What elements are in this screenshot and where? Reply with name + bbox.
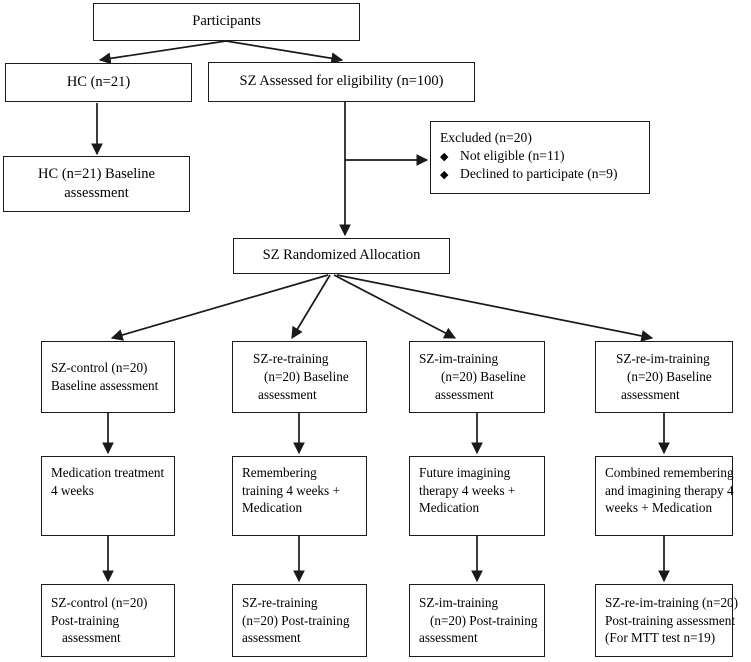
- edge-participants-to-hc: [98, 40, 227, 65]
- node-col2-baseline-line-3: assessment: [258, 386, 317, 402]
- node-col4-baseline-line-3: assessment: [621, 386, 680, 402]
- node-sz-randomized: SZ Randomized Allocation: [233, 238, 450, 274]
- node-col3-post-line-2: (n=20) Post-training: [430, 612, 538, 628]
- node-col2-treatment-line-1: Remembering: [242, 465, 317, 480]
- node-col4-post: SZ-re-im-training (n=20) Post-training a…: [595, 584, 738, 657]
- node-col4-post-line-3: (For MTT test n=19): [605, 630, 716, 646]
- node-excluded-bullet-2-text: Declined to participate (n=9): [460, 166, 618, 182]
- node-excluded-bullet-2: ◆ Declined to participate (n=9): [440, 165, 618, 183]
- node-col4-treatment: Combined remembering and imagining thera…: [595, 456, 734, 536]
- node-excluded-bullet-1-text: Not eligible (n=11): [460, 148, 565, 164]
- node-col2-baseline-line-1: SZ-re-training: [253, 351, 329, 367]
- node-sz-assessed: SZ Assessed for eligibility (n=100): [208, 62, 475, 102]
- node-sz-assessed-line-1: SZ Assessed for eligibility (n=100): [239, 73, 444, 90]
- node-col1-post-line-1: SZ-control (n=20): [51, 594, 148, 610]
- node-sz-randomized-line-1: SZ Randomized Allocation: [262, 247, 421, 264]
- node-col2-baseline-line-2: (n=20) Baseline: [264, 369, 349, 385]
- node-col4-baseline-line-2: (n=20) Baseline: [627, 369, 712, 385]
- node-col1-baseline: SZ-control (n=20) Baseline assessment: [41, 341, 175, 413]
- node-col2-post-line-1: SZ-re-training: [242, 594, 318, 610]
- node-col2-treatment-line-3: Medication: [242, 500, 303, 516]
- node-col2-treatment-line-2: training 4 weeks +: [242, 482, 340, 498]
- node-col3-treatment: Future imagining therapy 4 weeks + Medic…: [409, 456, 545, 536]
- node-col2-post: SZ-re-training (n=20) Post-training asse…: [232, 584, 367, 657]
- edge-randomized-to-col4: [336, 274, 654, 342]
- node-col3-treatment-line-3: Medication: [419, 500, 480, 516]
- node-col4-treatment-line-2: and imagining therapy 4: [605, 482, 734, 498]
- diamond-bullet-icon: ◆: [440, 151, 449, 164]
- node-participants: Participants: [93, 3, 360, 41]
- node-col2-baseline: SZ-re-training (n=20) Baseline assessmen…: [232, 341, 367, 413]
- node-col1-post-line-3: assessment: [62, 630, 121, 646]
- node-hc: HC (n=21): [5, 63, 192, 102]
- edge-participants-to-sz-assessed: [225, 40, 344, 65]
- node-col1-treatment-line-2: 4 weeks: [51, 482, 94, 498]
- diamond-bullet-icon: ◆: [440, 169, 449, 182]
- edge-randomized-to-col2: [291, 274, 331, 340]
- node-col1-treatment-line-1: Medication treatment: [51, 465, 165, 480]
- node-excluded-heading: Excluded (n=20): [440, 130, 532, 145]
- node-col1-baseline-line-2: Baseline assessment: [51, 378, 159, 393]
- node-col4-treatment-line-1: Combined remembering: [605, 465, 734, 480]
- node-participants-line-1: Participants: [192, 13, 261, 30]
- node-hc-baseline-line-2: assessment: [64, 185, 129, 201]
- node-col3-post-line-1: SZ-im-training: [419, 594, 499, 610]
- node-col4-baseline-line-1: SZ-re-im-training: [616, 351, 710, 367]
- node-col3-post-line-3: assessment: [419, 630, 478, 646]
- node-col1-post: SZ-control (n=20) Post-training assessme…: [41, 584, 175, 657]
- edge-randomized-to-col3: [333, 274, 457, 339]
- node-col1-baseline-line-1: SZ-control (n=20): [51, 360, 148, 376]
- node-col4-post-line-1: SZ-re-im-training (n=20): [605, 594, 739, 610]
- node-col1-post-line-2: Post-training: [51, 612, 120, 628]
- node-col4-post-line-2: Post-training assessment: [605, 612, 736, 628]
- node-col3-baseline-line-2: (n=20) Baseline: [441, 369, 526, 385]
- node-col3-post: SZ-im-training (n=20) Post-training asse…: [409, 584, 545, 657]
- node-col2-post-line-2: (n=20) Post-training: [242, 612, 350, 628]
- node-excluded: Excluded (n=20) ◆ Not eligible (n=11) ◆ …: [430, 121, 650, 194]
- node-col3-baseline: SZ-im-training (n=20) Baseline assessmen…: [409, 341, 545, 413]
- edge-randomized-to-col1: [110, 274, 329, 341]
- node-hc-baseline-line-1: HC (n=21) Baseline: [38, 165, 155, 182]
- node-col1-treatment: Medication treatment 4 weeks: [41, 456, 175, 536]
- node-col2-treatment: Remembering training 4 weeks + Medicatio…: [232, 456, 367, 536]
- node-col4-baseline: SZ-re-im-training (n=20) Baseline assess…: [595, 341, 733, 413]
- node-col3-treatment-line-1: Future imagining: [419, 465, 511, 480]
- node-col3-treatment-line-2: therapy 4 weeks +: [419, 482, 516, 498]
- node-excluded-bullet-1: ◆ Not eligible (n=11): [440, 147, 565, 165]
- node-col4-treatment-line-3: weeks + Medication: [605, 500, 713, 516]
- node-hc-baseline: HC (n=21) Baseline assessment: [3, 156, 190, 212]
- node-col2-post-line-3: assessment: [242, 630, 301, 646]
- node-col3-baseline-line-3: assessment: [435, 386, 494, 402]
- node-hc-line-1: HC (n=21): [66, 73, 131, 90]
- node-col3-baseline-line-1: SZ-im-training: [419, 351, 499, 367]
- edge-sz-assessed-to-excluded: [344, 102, 429, 166]
